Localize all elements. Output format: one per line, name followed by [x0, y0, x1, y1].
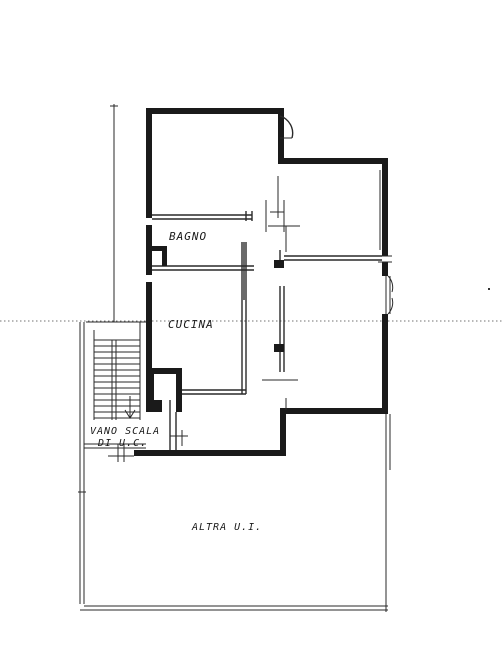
stair-core — [148, 368, 188, 450]
exterior-walls — [134, 108, 388, 456]
room-label-cucina: CUCINA — [168, 318, 214, 331]
top-door — [279, 115, 294, 139]
dot-mark — [488, 288, 490, 290]
interior-partitions — [148, 176, 382, 410]
other-unit-boundary — [80, 414, 391, 612]
room-label-bagno: BAGNO — [169, 230, 207, 243]
stair-label-line2: DI U.C. — [97, 438, 147, 449]
stair-label-line1: VANO SCALA — [90, 426, 160, 437]
right-windows — [378, 170, 394, 315]
other-unit-label: ALTRA U.I. — [191, 522, 262, 533]
left-guide-lines — [110, 104, 118, 322]
staircase — [78, 321, 146, 604]
